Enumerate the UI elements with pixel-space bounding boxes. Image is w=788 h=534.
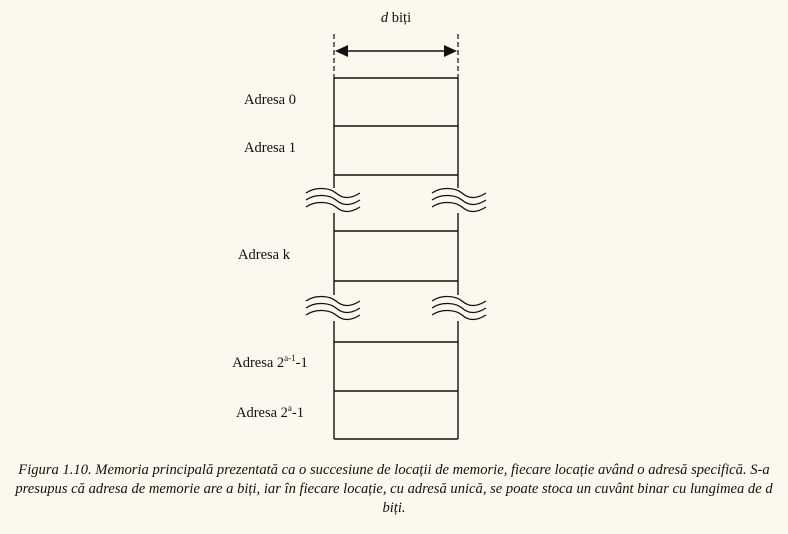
address-label-1: Adresa 1 [244,140,296,157]
break-mark-upper-left [305,187,361,213]
width-label-var: d [380,10,389,26]
memory-column [333,77,459,440]
address-label-2a-1-1-suffix: -1 [295,355,308,371]
break-mark-lower-right [431,295,487,321]
memory-diagram [305,34,487,440]
address-label-k-text: Adresa k [238,247,290,263]
figure-caption: Figura 1.10. Memoria principală prezenta… [15,462,773,516]
address-label-1-text: Adresa 1 [244,140,296,156]
width-label-text: biți [391,10,412,26]
address-label-2a-1-1-base: Adresa 2 [232,355,285,371]
address-label-2a-1-exponent: a [287,403,292,413]
address-label-0: Adresa 0 [244,92,296,109]
address-label-2a-1-1: Adresa 2a-1-1 [232,353,308,372]
address-label-2a-1: Adresa 2a-1 [235,403,305,422]
address-label-2a-1-1-exponent: a-1 [284,353,296,363]
address-label-0-text: Adresa 0 [244,92,296,108]
width-arrow [335,45,457,57]
address-label-2a-1-base: Adresa 2 [235,405,288,421]
break-mark-lower-left [305,295,361,321]
width-label: d biți [381,10,411,27]
address-label-2a-1-suffix: -1 [291,405,305,421]
break-mark-upper-right [431,187,487,213]
address-label-k: Adresa k [238,247,290,264]
